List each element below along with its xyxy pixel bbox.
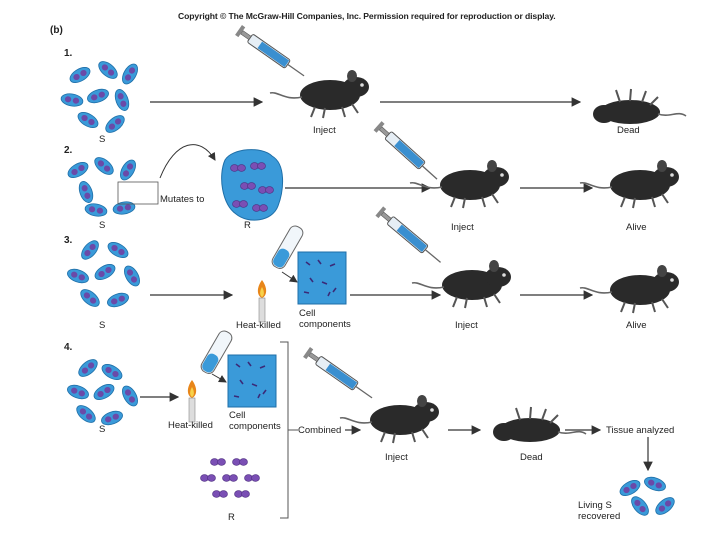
panel-label: (b): [50, 25, 63, 36]
mutant-label: R: [244, 220, 251, 231]
strain-label: R: [228, 512, 235, 523]
r-cluster: [200, 458, 260, 498]
combined-label: Combined: [298, 425, 342, 436]
tissue-analyzed-label: Tissue analyzed: [606, 425, 675, 436]
mouse-icon: [339, 394, 440, 444]
cell-components-box: [227, 354, 277, 408]
step-number: 1.: [64, 48, 73, 59]
step-number: 4.: [64, 342, 73, 353]
row3-s-cluster: [65, 237, 144, 311]
syringe-icon: [234, 24, 309, 82]
strain-label: S: [99, 424, 106, 435]
living-s-cluster: [616, 474, 678, 519]
r-colony: [221, 149, 283, 221]
result-label: Dead: [520, 452, 543, 463]
copyright-notice: Copyright © The McGraw-Hill Companies, I…: [178, 11, 556, 21]
syringe-icon: [372, 120, 442, 185]
mouse-icon: [409, 159, 510, 209]
cell-components-box: [297, 251, 347, 305]
inject-label: Inject: [313, 125, 336, 136]
mouse-icon: [411, 259, 512, 309]
step-number: 2.: [64, 145, 73, 156]
result-label: Alive: [626, 320, 647, 331]
result-label: Alive: [626, 222, 647, 233]
syringe-icon: [302, 346, 377, 404]
burner-flame-icon: [257, 279, 267, 323]
step-number: 3.: [64, 235, 73, 246]
inject-label: Inject: [451, 222, 474, 233]
components-label: Cell components: [229, 410, 281, 432]
combine-bracket: [280, 341, 289, 519]
recovered-label: Living S recovered: [578, 500, 621, 522]
components-label: Cell components: [299, 308, 351, 330]
row2-s-cluster: [64, 153, 140, 219]
syringe-icon: [374, 205, 446, 268]
row1-s-cluster: [59, 57, 142, 137]
strain-label: S: [99, 134, 106, 145]
burner-flame-icon: [187, 379, 197, 423]
result-label: Dead: [617, 125, 640, 136]
mouse-icon: [269, 69, 370, 119]
strain-label: S: [99, 320, 106, 331]
mutation-label: Mutates to: [160, 194, 205, 205]
inject-label: Inject: [455, 320, 478, 331]
treatment-label: Heat-killed: [236, 320, 281, 331]
dead-mouse-icon: [592, 88, 687, 125]
treatment-label: Heat-killed: [168, 420, 213, 431]
mouse-icon: [579, 264, 680, 314]
row4-s-cluster: [65, 355, 142, 428]
mouse-icon: [579, 159, 680, 209]
strain-label: S: [99, 220, 106, 231]
dead-mouse-icon: [492, 406, 587, 443]
inject-label: Inject: [385, 452, 408, 463]
